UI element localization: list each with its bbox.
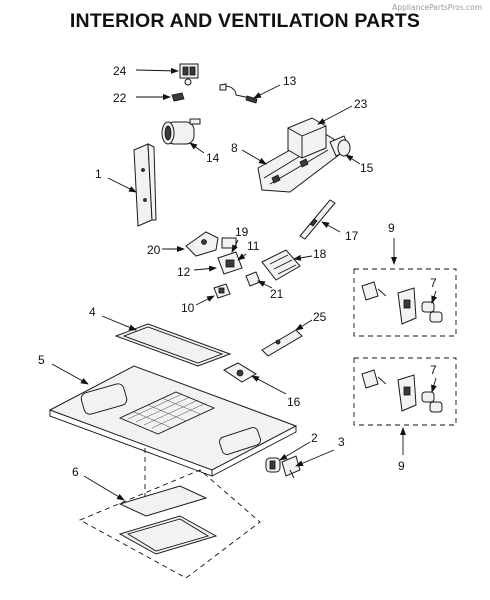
part-9-switch-assembly-upper[interactable]	[361, 281, 417, 325]
callout-5[interactable]: 5	[38, 353, 45, 367]
part-21-switch[interactable]	[245, 271, 261, 287]
leader-25	[295, 319, 313, 331]
part-14-capacitor[interactable]	[161, 118, 201, 145]
leader-4	[101, 315, 137, 331]
callout-18[interactable]: 18	[313, 247, 327, 261]
callout-6[interactable]: 6	[72, 465, 79, 479]
callout-1[interactable]: 1	[95, 167, 102, 181]
part-17-rail[interactable]	[299, 199, 336, 240]
callout-16[interactable]: 16	[287, 395, 301, 409]
leader-13	[253, 84, 281, 99]
callout-21[interactable]: 21	[270, 287, 284, 301]
callout-2[interactable]: 2	[311, 431, 318, 445]
leader-12	[193, 265, 217, 272]
callout-11[interactable]: 11	[247, 239, 260, 253]
part-10-switch[interactable]	[213, 283, 231, 299]
callout-4[interactable]: 4	[89, 305, 96, 319]
leader-15	[345, 154, 361, 165]
callout-22[interactable]: 22	[113, 91, 127, 105]
leader-23	[317, 105, 353, 125]
callout-9-upper[interactable]: 9	[388, 221, 395, 235]
part-23-magnetron[interactable]	[287, 117, 327, 159]
callout-10[interactable]: 10	[181, 301, 195, 315]
leader-3	[295, 449, 335, 467]
callout-7-lower[interactable]: 7	[430, 363, 437, 377]
callout-8[interactable]: 8	[231, 141, 238, 155]
part-3-socket[interactable]	[281, 455, 301, 479]
part-20-bracket[interactable]	[185, 231, 219, 257]
switch-group-upper-box	[353, 268, 457, 337]
callout-3[interactable]: 3	[338, 435, 345, 449]
leader-17	[321, 221, 341, 233]
callout-7-upper[interactable]: 7	[430, 276, 437, 290]
callout-17[interactable]: 17	[345, 229, 359, 243]
callout-25[interactable]: 25	[313, 310, 327, 324]
part-9-switch-assembly-lower[interactable]	[361, 369, 417, 412]
part-7-switch-lower[interactable]	[421, 391, 443, 413]
callout-9-lower[interactable]: 9	[398, 459, 405, 473]
part-4-cover[interactable]	[114, 323, 232, 367]
callout-14[interactable]: 14	[206, 151, 220, 165]
part-6-filter[interactable]	[118, 485, 218, 555]
part-25-socket[interactable]	[261, 329, 303, 357]
callout-20[interactable]: 20	[147, 243, 161, 257]
leader-8	[241, 149, 267, 165]
part-19-switch[interactable]	[221, 237, 237, 249]
leader-21	[257, 280, 273, 289]
leader-7-upper	[431, 290, 438, 304]
part-13-sensor[interactable]	[219, 83, 258, 104]
leader-19	[231, 239, 239, 253]
part-24-bracket[interactable]	[179, 63, 199, 86]
leader-24	[135, 67, 179, 74]
part-5-cavity[interactable]	[48, 365, 298, 477]
leader-7-lower	[431, 377, 437, 393]
leader-5	[51, 363, 89, 385]
page-title: INTERIOR AND VENTILATION PARTS	[69, 10, 421, 32]
part-18-plate[interactable]	[261, 249, 301, 281]
leader-6	[83, 475, 125, 501]
part-7-switch-upper[interactable]	[421, 301, 443, 323]
callout-23[interactable]: 23	[354, 97, 368, 111]
leader-11	[237, 253, 247, 261]
leader-18	[293, 254, 313, 261]
part-6-outline	[78, 469, 261, 579]
leader-10	[195, 295, 215, 306]
leader-14	[189, 142, 205, 154]
leader-16	[251, 375, 287, 395]
callout-24[interactable]: 24	[113, 64, 127, 78]
part-16-plate[interactable]	[223, 362, 257, 383]
callout-15[interactable]: 15	[360, 161, 374, 175]
leader-1	[107, 177, 137, 193]
callout-13[interactable]: 13	[283, 74, 297, 88]
callout-12[interactable]: 12	[177, 265, 191, 279]
watermark: AppliancePartsPros.com	[392, 3, 482, 12]
part-15-fan-motor[interactable]	[329, 135, 351, 157]
part-11-switch[interactable]	[217, 251, 243, 275]
part-1-bracket[interactable]	[133, 143, 157, 227]
leader-2	[279, 441, 311, 461]
part-2-lamp[interactable]	[265, 457, 281, 473]
switch-group-lower-box	[353, 357, 457, 426]
part-22-clip[interactable]	[171, 92, 185, 102]
callout-19[interactable]: 19	[235, 225, 249, 239]
